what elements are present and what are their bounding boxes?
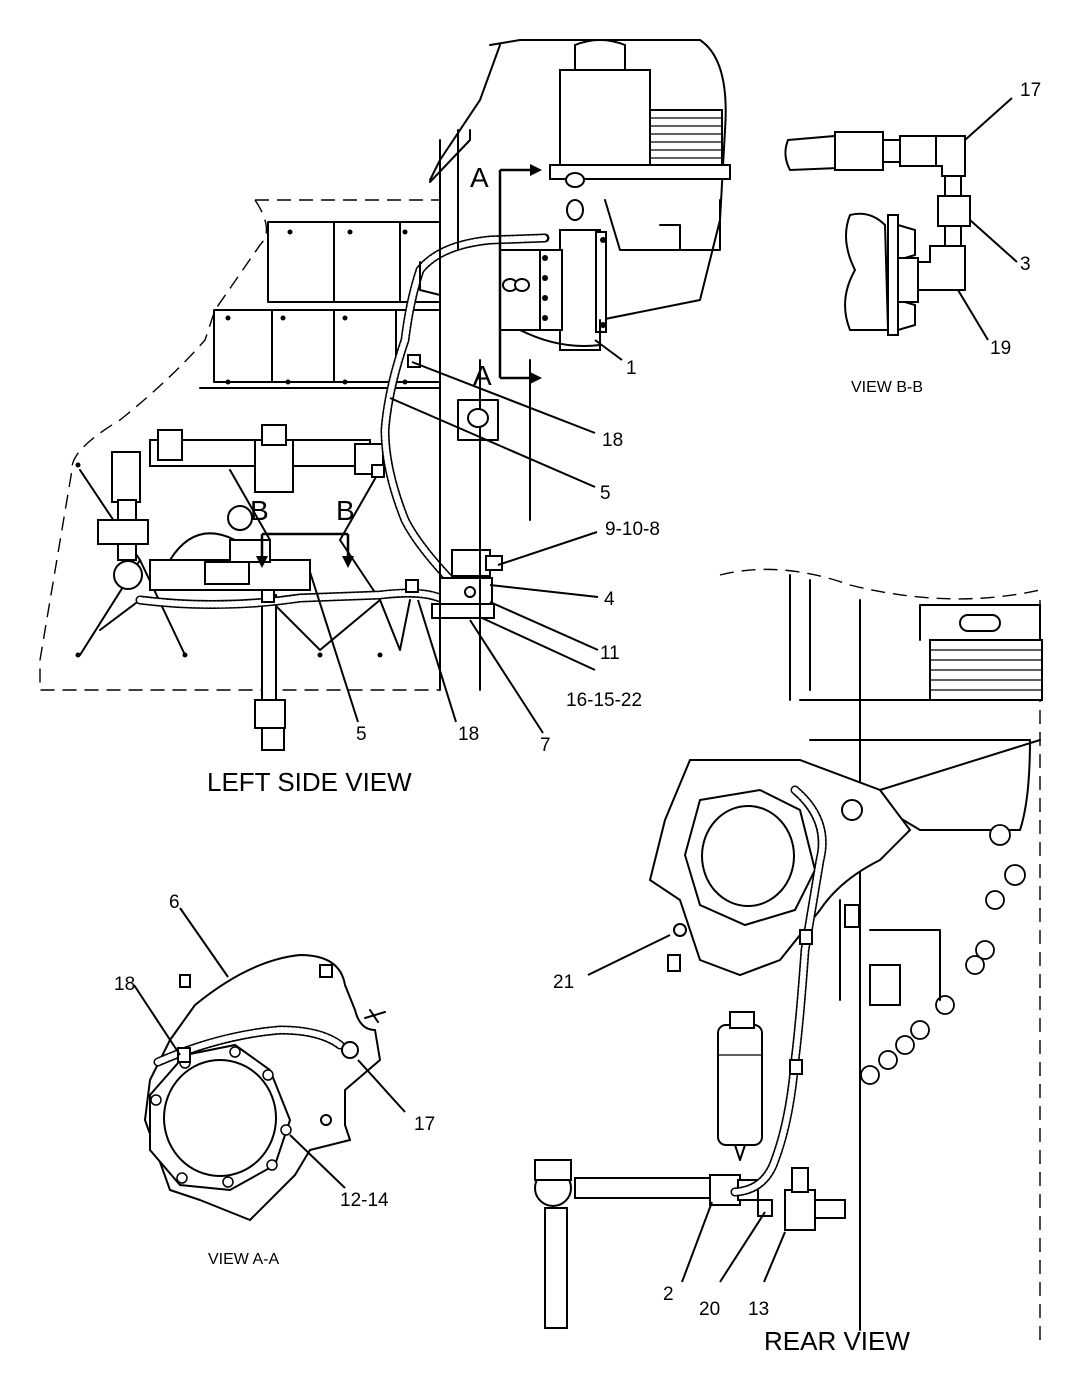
callout-9-10-8: 9-10-8 — [605, 519, 660, 540]
callout-5-lower: 5 — [356, 724, 367, 745]
callout-17-view-aa: 17 — [414, 1114, 435, 1135]
view-a-a-drawing — [144, 954, 386, 1221]
flange-1 — [559, 229, 601, 351]
callout-3: 3 — [1020, 254, 1031, 275]
leader-lines — [133, 97, 1018, 1283]
left-side-view-drawing — [39, 39, 731, 751]
callout-21: 21 — [553, 972, 574, 993]
elbow-17-bb — [935, 135, 966, 177]
engine-outline-dashed — [39, 199, 440, 691]
view-a-a-title: VIEW A-A — [208, 1251, 279, 1268]
section-a-cut-line — [498, 168, 530, 380]
housing-outline-aa — [144, 954, 381, 1221]
section-b-left-label: B — [250, 495, 269, 526]
turbo-port-rear — [701, 805, 795, 907]
view-b-b-title: VIEW B-B — [851, 379, 923, 396]
callout-6: 6 — [169, 892, 180, 913]
callout-2: 2 — [663, 1284, 674, 1305]
callout-5-upper: 5 — [600, 483, 611, 504]
callout-4: 4 — [604, 589, 615, 610]
callout-18-view-aa: 18 — [114, 974, 135, 995]
hose-end-bb — [784, 134, 840, 172]
block-panels — [199, 221, 441, 389]
callout-18-lower: 18 — [458, 724, 479, 745]
rear-view-drawing — [534, 568, 1043, 1340]
turbo-housing — [559, 69, 651, 171]
fitting-17-aa — [341, 1041, 359, 1059]
valve-13 — [784, 1189, 816, 1231]
callout-7: 7 — [540, 735, 551, 756]
left-side-view-title: LEFT SIDE VIEW — [207, 767, 412, 797]
callout-12-14: 12-14 — [340, 1190, 389, 1211]
callout-11: 11 — [600, 643, 620, 664]
solenoid-9-10-8 — [451, 549, 491, 577]
section-a-bottom-label: A — [473, 360, 492, 391]
adapter-3 — [937, 195, 971, 227]
section-a-top-label: A — [470, 162, 489, 193]
fuel-filter-rear — [717, 1024, 763, 1146]
callout-18-upper: 18 — [602, 430, 623, 451]
callout-19: 19 — [990, 338, 1011, 359]
view-b-b-drawing — [784, 131, 971, 336]
callout-16-15-22: 16-15-22 — [566, 690, 642, 711]
callout-1: 1 — [626, 358, 637, 379]
rear-view-title: REAR VIEW — [764, 1326, 910, 1356]
section-b-right-label: B — [336, 495, 355, 526]
section-b-cut-line — [260, 532, 350, 558]
callout-17-view-bb: 17 — [1020, 80, 1041, 101]
callout-13: 13 — [748, 1299, 769, 1320]
callout-20: 20 — [699, 1299, 720, 1320]
